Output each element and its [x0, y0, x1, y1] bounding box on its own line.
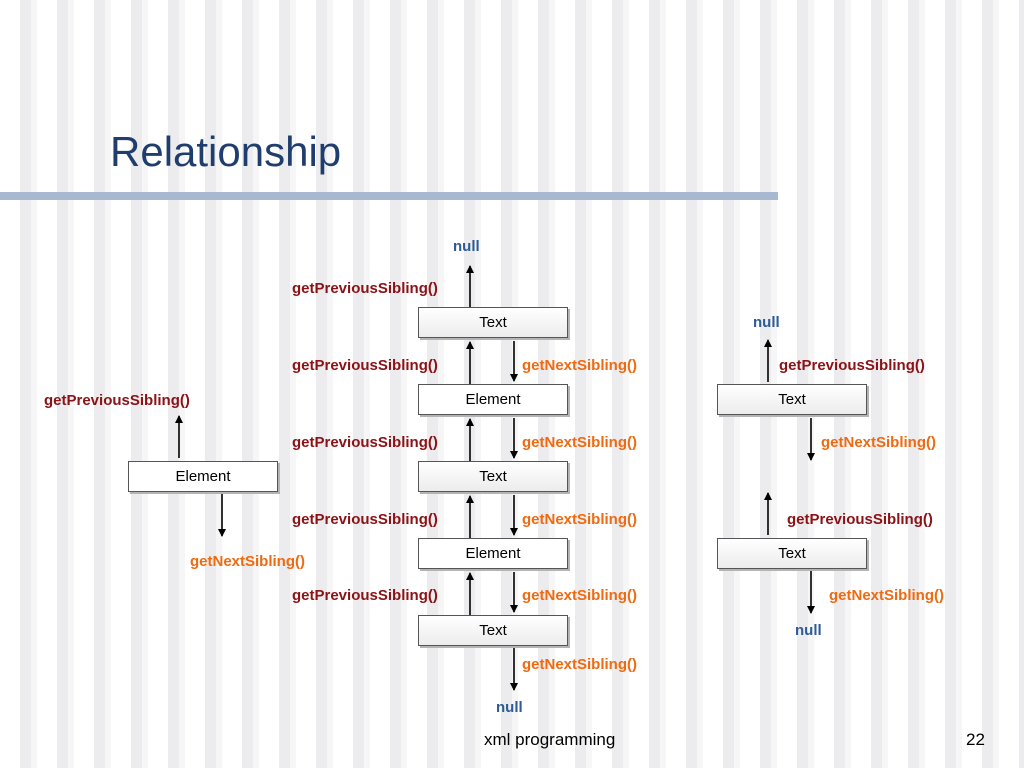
node-element: Element: [418, 538, 568, 569]
previous-sibling-label: getPreviousSibling(): [292, 434, 438, 451]
previous-sibling-label: getPreviousSibling(): [787, 511, 933, 528]
next-sibling-label: getNextSibling(): [821, 434, 936, 451]
null-label: null: [795, 622, 822, 639]
node-text: Text: [717, 384, 867, 415]
null-label: null: [453, 238, 480, 255]
previous-sibling-label: getPreviousSibling(): [44, 392, 190, 409]
next-sibling-label: getNextSibling(): [829, 587, 944, 604]
title-underline: [0, 192, 778, 200]
node-text: Text: [418, 615, 568, 646]
next-sibling-label: getNextSibling(): [522, 656, 637, 673]
page-number: 22: [966, 730, 985, 749]
null-label: null: [496, 699, 523, 716]
node-text: Text: [418, 307, 568, 338]
next-sibling-label: getNextSibling(): [522, 434, 637, 451]
null-label: null: [753, 314, 780, 331]
footer-text: xml programming: [484, 730, 616, 749]
previous-sibling-label: getPreviousSibling(): [292, 587, 438, 604]
next-sibling-label: getNextSibling(): [522, 511, 637, 528]
node-element: Element: [418, 384, 568, 415]
node-element: Element: [128, 461, 278, 492]
previous-sibling-label: getPreviousSibling(): [292, 511, 438, 528]
next-sibling-label: getNextSibling(): [522, 357, 637, 374]
node-text: Text: [418, 461, 568, 492]
slide-title: Relationship: [110, 128, 342, 175]
previous-sibling-label: getPreviousSibling(): [292, 280, 438, 297]
next-sibling-label: getNextSibling(): [522, 587, 637, 604]
previous-sibling-label: getPreviousSibling(): [779, 357, 925, 374]
next-sibling-label: getNextSibling(): [190, 553, 305, 570]
node-text: Text: [717, 538, 867, 569]
previous-sibling-label: getPreviousSibling(): [292, 357, 438, 374]
